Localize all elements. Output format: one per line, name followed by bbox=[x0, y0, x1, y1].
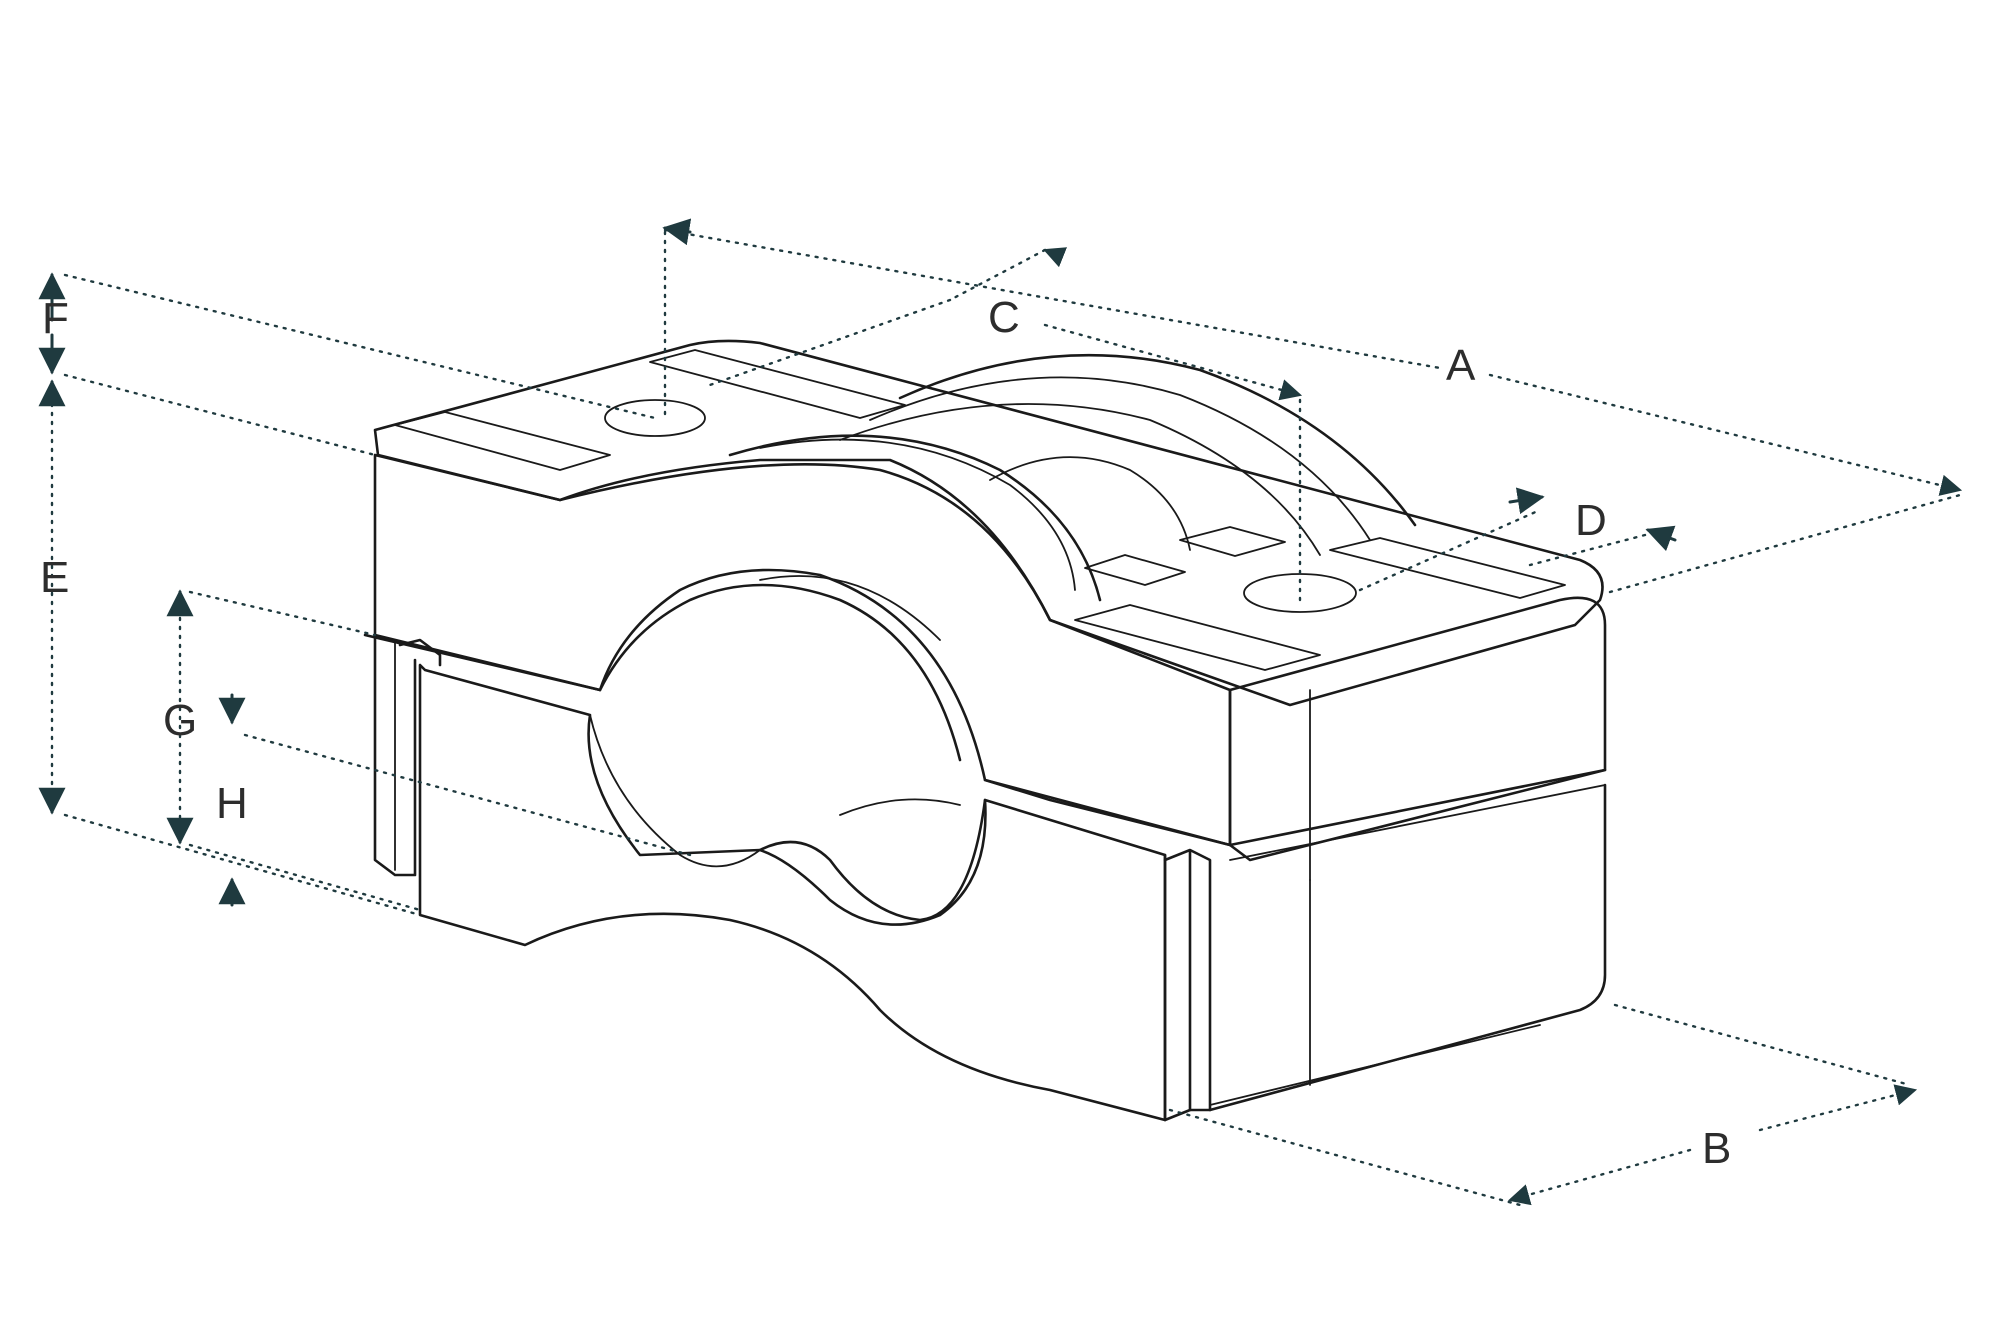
label-c: C bbox=[988, 293, 1020, 342]
dim-line-c-left bbox=[948, 248, 1047, 302]
label-b: B bbox=[1702, 1124, 1731, 1173]
dim-arrow-d-right bbox=[1645, 525, 1677, 552]
dim-arrow-c-left bbox=[1042, 247, 1068, 268]
saddle-arch-front bbox=[728, 434, 1102, 602]
dim-ext-d-left bbox=[1358, 508, 1542, 592]
cable-bore-inner bbox=[759, 575, 941, 641]
dim-ext-c-left bbox=[708, 298, 952, 387]
dim-line-c-right bbox=[1043, 323, 1303, 401]
label-f: F bbox=[42, 294, 69, 343]
saddle-arch-rib-3 bbox=[759, 438, 1076, 591]
top-slot-right bbox=[1329, 537, 1566, 599]
label-g: G bbox=[163, 696, 197, 745]
dim-ext-d-right bbox=[1528, 533, 1647, 567]
clamp-top-face bbox=[373, 339, 1604, 707]
saddle-arch-rib-1 bbox=[869, 376, 1371, 541]
clamp-body bbox=[363, 339, 1607, 1122]
top-slot-mid bbox=[649, 349, 906, 419]
dim-ext-b-left bbox=[1168, 1108, 1522, 1207]
dim-ext-b-right bbox=[1613, 1003, 1912, 1087]
dim-line-a-right bbox=[1488, 373, 1963, 496]
lower-saddle-curve bbox=[589, 714, 761, 868]
dim-line-b-left bbox=[1507, 1148, 1692, 1206]
dim-ext-a-right bbox=[1608, 493, 1962, 594]
label-h: H bbox=[216, 779, 248, 828]
dim-line-a-left bbox=[663, 228, 1442, 370]
dim-ext-g-top bbox=[188, 590, 377, 637]
label-e: E bbox=[40, 553, 69, 602]
saddle-arch-back bbox=[898, 353, 1417, 527]
label-d: D bbox=[1575, 496, 1607, 545]
lower-bore-inner bbox=[839, 798, 961, 816]
lower-end-tab bbox=[1163, 848, 1212, 1112]
dimension-lines bbox=[38, 218, 1963, 1207]
top-slot-left bbox=[394, 411, 611, 471]
upper-half-front bbox=[373, 453, 1232, 847]
saddle-arch-rib-2 bbox=[839, 403, 1321, 556]
dimension-labels: A B C D E F G H bbox=[40, 293, 1731, 1173]
top-square-right bbox=[1179, 526, 1286, 557]
lower-half-front bbox=[418, 663, 1167, 1122]
left-tab-step bbox=[398, 638, 442, 667]
lower-base-line bbox=[1209, 1024, 1541, 1106]
upper-half-side bbox=[1228, 596, 1607, 862]
dim-ext-f-bottom bbox=[63, 373, 377, 457]
label-a: A bbox=[1446, 341, 1476, 390]
saddle-inner-curve bbox=[989, 456, 1191, 551]
dim-arrow-d-left bbox=[1508, 487, 1545, 515]
dim-ext-g-bottom bbox=[188, 843, 422, 912]
lower-half-side bbox=[1163, 783, 1607, 1122]
top-square-left bbox=[1084, 554, 1186, 586]
dim-ext-f-top bbox=[63, 273, 657, 420]
left-end-tab bbox=[373, 633, 417, 877]
dim-arrow-a-left bbox=[662, 218, 692, 246]
top-hole-left bbox=[604, 399, 706, 437]
cable-bore bbox=[598, 583, 962, 762]
lower-bore bbox=[758, 798, 987, 922]
dim-line-b-right bbox=[1758, 1084, 1918, 1132]
parting-line-lower bbox=[1229, 784, 1606, 861]
top-slot-front bbox=[1074, 604, 1321, 671]
dim-ext-e-bottom bbox=[63, 813, 422, 917]
